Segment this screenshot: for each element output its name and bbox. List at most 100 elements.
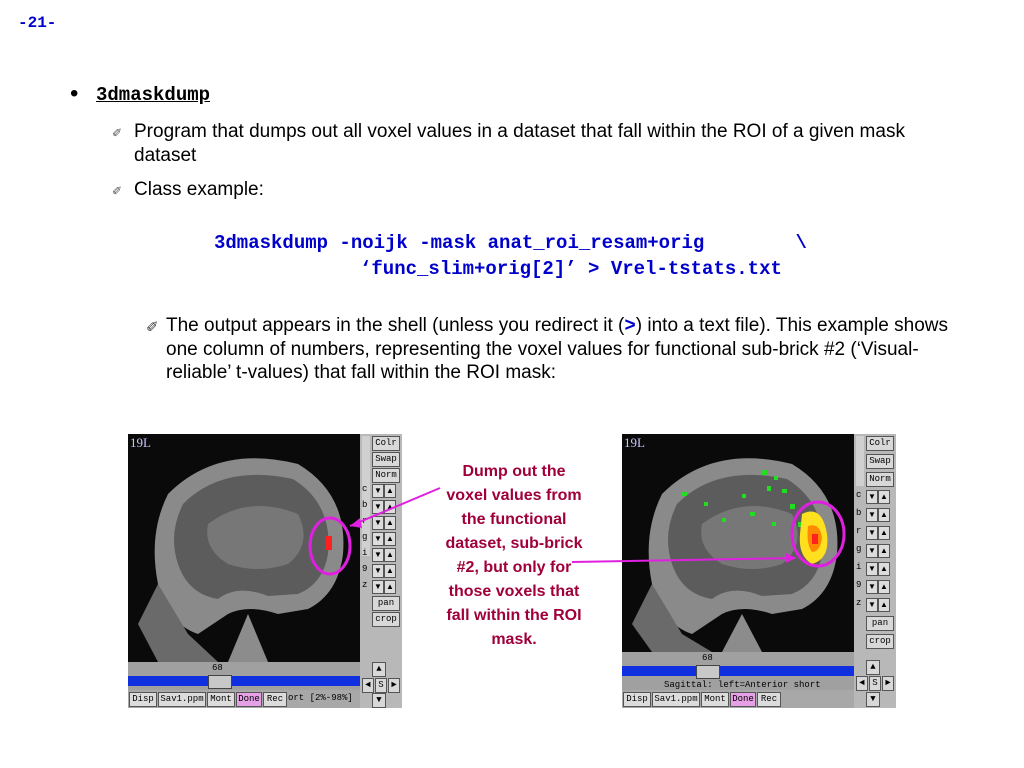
save-button[interactable]: Sav1.ppm	[158, 692, 206, 707]
arrow-up-icon[interactable]: ▲	[384, 484, 396, 498]
row-letter: i	[856, 562, 862, 572]
arrow-row-b: b▼▲	[362, 500, 396, 514]
save-button[interactable]: Sav1.ppm	[652, 692, 700, 707]
row-letter: c	[362, 484, 368, 494]
arrow-down-icon[interactable]: ▼	[372, 532, 384, 546]
scrollbar[interactable]	[856, 436, 864, 486]
arrow-row-i: i ▼▲	[856, 562, 890, 576]
sub-bullet-icon: ✐	[112, 126, 123, 140]
norm-button[interactable]: Norm	[372, 468, 400, 483]
arrow-up-icon[interactable]: ▲	[878, 490, 890, 504]
orientation-text: Sagittal: left=Anterior short	[664, 680, 821, 690]
arrow-down-icon[interactable]: ▼	[866, 490, 878, 504]
brain-overlay-icon	[622, 434, 854, 652]
crop-button[interactable]: crop	[866, 634, 894, 649]
row-letter: z	[362, 580, 368, 590]
rec-button[interactable]: Rec	[757, 692, 781, 707]
done-button[interactable]: Done	[730, 692, 756, 707]
arrow-bullet-icon: ✐	[146, 319, 159, 336]
arrow-down-icon[interactable]: ▼	[372, 564, 384, 578]
slice-slider-right[interactable]: 68 Sagittal: left=Anterior short	[622, 652, 854, 690]
note-after: ) into a text file). This example shows …	[166, 315, 948, 383]
arrow-up-icon[interactable]: ▲	[878, 526, 890, 540]
arrow-up-icon[interactable]: ▲	[384, 580, 396, 594]
page-number: -21-	[18, 14, 57, 32]
arrow-row-9: 9 ▼▲	[362, 564, 396, 578]
arrow-up-icon[interactable]: ▲	[878, 580, 890, 594]
arrow-up-icon[interactable]: ▲	[878, 508, 890, 522]
row-letter: 9	[362, 564, 368, 574]
arrow-down-icon[interactable]: ▼	[372, 580, 384, 594]
row-letter: g	[856, 544, 862, 554]
disp-button[interactable]: Disp	[129, 692, 157, 707]
arrow-up-icon[interactable]: ▲	[878, 544, 890, 558]
arrow-row-r: r ▼▲	[362, 516, 396, 530]
arrow-up-icon[interactable]: ▲	[878, 598, 890, 612]
slider-track[interactable]	[622, 666, 854, 676]
corner-label: 19L	[130, 435, 151, 450]
rec-button[interactable]: Rec	[263, 692, 287, 707]
pan-button[interactable]: pan	[372, 596, 400, 611]
norm-button[interactable]: Norm	[866, 472, 894, 487]
nav-right-icon[interactable]: ►	[388, 678, 400, 693]
arrow-down-icon[interactable]: ▼	[372, 548, 384, 562]
arrow-row-c: c▼▲	[856, 490, 890, 504]
nav-center-button[interactable]: S	[869, 676, 881, 691]
afni-viewer-left: 19L Colr Swap Norm c▼▲ b▼▲ r▼▲ g▼▲ i▼▲ 9…	[128, 434, 402, 708]
arrow-down-icon[interactable]: ▼	[866, 544, 878, 558]
slider-value: 68	[702, 653, 713, 663]
arrow-up-icon[interactable]: ▲	[384, 532, 396, 546]
code-line-2: ‘func_slim+orig[2]’ > Vrel-tstats.txt	[360, 258, 782, 280]
slider-knob[interactable]	[208, 675, 232, 689]
colr-button[interactable]: Colr	[866, 436, 894, 451]
arrow-up-icon[interactable]: ▲	[384, 548, 396, 562]
nav-down-icon[interactable]: ▼	[866, 692, 880, 707]
button-bar-left: Disp Sav1.ppm Mont Done Rec ort [2%-98%]	[128, 690, 360, 708]
arrow-down-icon[interactable]: ▼	[866, 526, 878, 540]
arrow-row-9: 9 ▼▲	[856, 580, 890, 594]
sagittal-image-right[interactable]	[622, 434, 854, 652]
arrow-up-icon[interactable]: ▲	[878, 562, 890, 576]
arrow-down-icon[interactable]: ▼	[866, 598, 878, 612]
swap-button[interactable]: Swap	[866, 454, 894, 469]
row-letter: r	[362, 516, 368, 526]
mont-button[interactable]: Mont	[207, 692, 235, 707]
arrow-up-icon[interactable]: ▲	[384, 516, 396, 530]
row-letter: g	[362, 532, 368, 542]
disp-button[interactable]: Disp	[623, 692, 651, 707]
button-bar-right: Disp Sav1.ppm Mont Done Rec	[622, 690, 854, 708]
nav-center-button[interactable]: S	[375, 678, 387, 693]
nav-left-icon[interactable]: ◄	[856, 676, 868, 691]
arrow-down-icon[interactable]: ▼	[866, 580, 878, 594]
nav-down-icon[interactable]: ▼	[372, 693, 386, 708]
swap-button[interactable]: Swap	[372, 452, 400, 467]
arrow-up-icon[interactable]: ▲	[384, 564, 396, 578]
arrow-down-icon[interactable]: ▼	[866, 508, 878, 522]
corner-label: 19L	[624, 435, 645, 450]
slice-slider-left[interactable]: 68	[128, 662, 360, 690]
done-button[interactable]: Done	[236, 692, 262, 707]
crop-button[interactable]: crop	[372, 612, 400, 627]
nav-up-icon[interactable]: ▲	[372, 662, 386, 677]
pan-button[interactable]: pan	[866, 616, 894, 631]
arrow-row-c: c ▼▲	[362, 484, 396, 498]
sagittal-image-left[interactable]	[128, 434, 360, 662]
nav-left-icon[interactable]: ◄	[362, 678, 374, 693]
side-panel-left: Colr Swap Norm c▼▲ b▼▲ r▼▲ g▼▲ i▼▲ 9▼▲ z…	[360, 434, 402, 708]
arrow-down-icon[interactable]: ▼	[866, 562, 878, 576]
arrow-down-icon[interactable]: ▼	[372, 516, 384, 530]
note-before: The output appears in the shell (unless …	[166, 315, 625, 336]
nav-up-icon[interactable]: ▲	[866, 660, 880, 675]
arrow-down-icon[interactable]: ▼	[372, 500, 384, 514]
row-letter: 9	[856, 580, 862, 590]
slider-knob[interactable]	[696, 665, 720, 679]
colr-button[interactable]: Colr	[372, 436, 400, 451]
nav-right-icon[interactable]: ►	[882, 676, 894, 691]
arrow-row-r: r▼▲	[856, 526, 890, 540]
arrow-up-icon[interactable]: ▲	[384, 500, 396, 514]
arrow-down-icon[interactable]: ▼	[372, 484, 384, 498]
code-line-1: 3dmaskdump -noijk -mask anat_roi_resam+o…	[214, 232, 807, 254]
slider-track[interactable]	[128, 676, 360, 686]
side-panel-right: Colr Swap Norm c▼▲ b▼▲ r▼▲ g▼▲ i▼▲ 9▼▲ z…	[854, 434, 896, 708]
mont-button[interactable]: Mont	[701, 692, 729, 707]
